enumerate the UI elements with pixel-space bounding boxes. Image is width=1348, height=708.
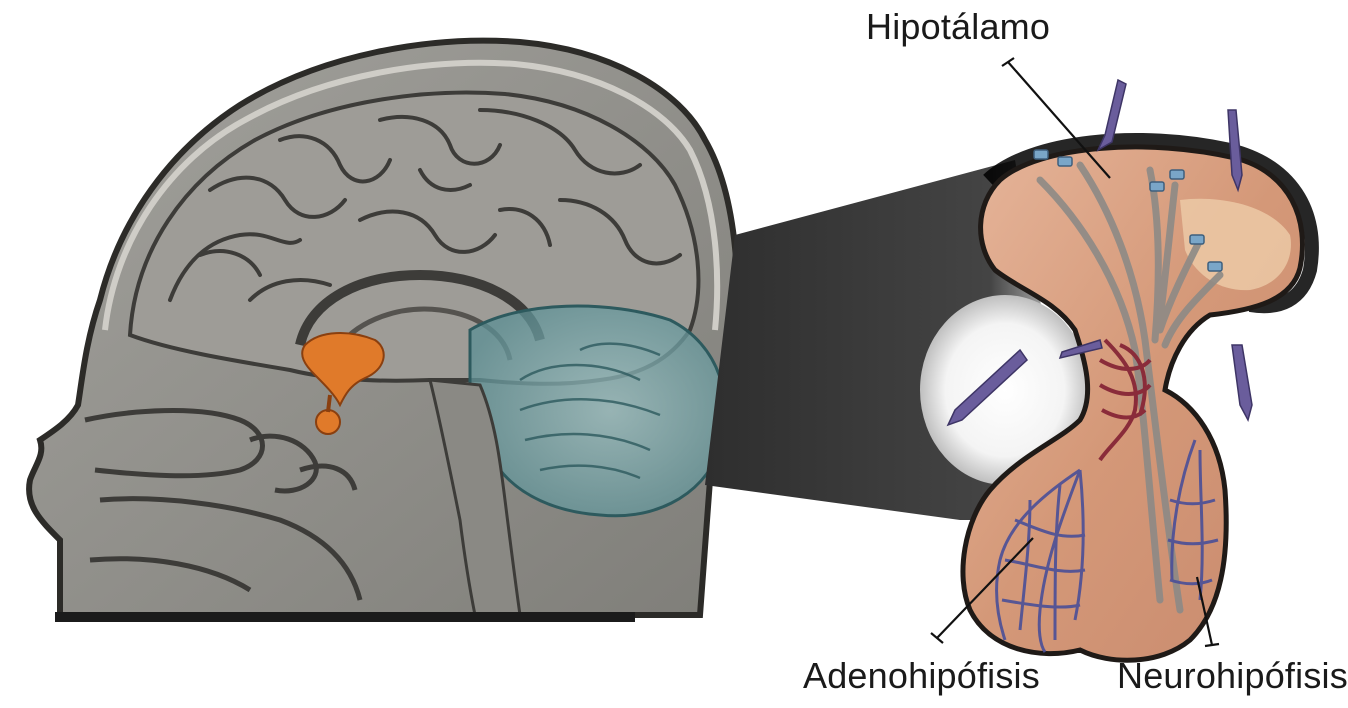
leader-hipotalamo-tick: [1002, 58, 1014, 66]
arrow-down-right-icon: [1232, 345, 1252, 420]
label-adenohypophysis: Adenohipófisis: [803, 655, 1040, 697]
label-neurohypophysis: Neurohipófisis: [1117, 655, 1348, 697]
head-sagittal-section: [29, 41, 737, 622]
pituitary-closeup: [948, 80, 1312, 660]
leader-neuro-tick: [1205, 644, 1219, 646]
neck-cut-shadow: [55, 612, 635, 622]
label-hypothalamus: Hipotálamo: [866, 6, 1050, 48]
